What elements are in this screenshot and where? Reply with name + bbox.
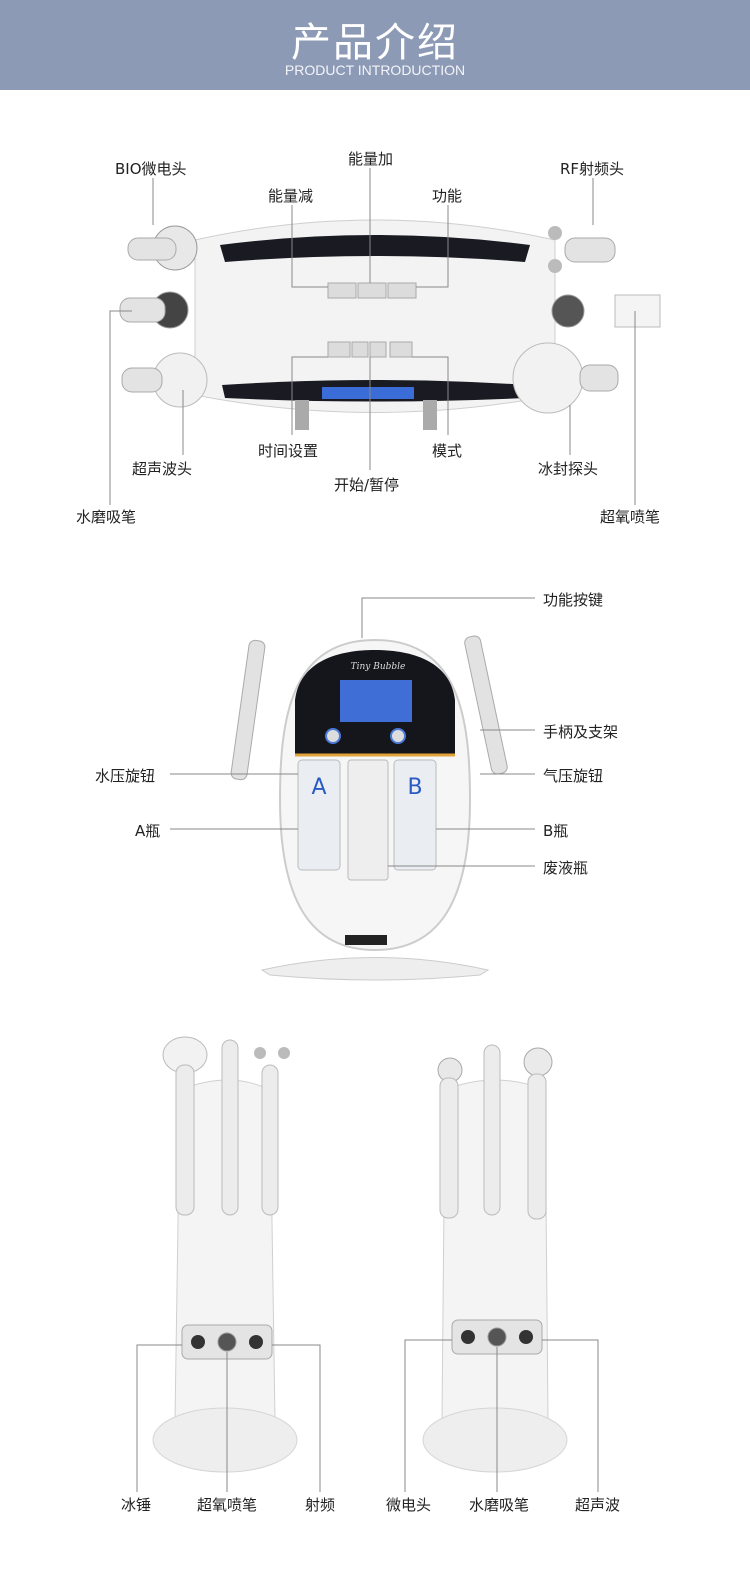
label-a-bottle: A瓶: [135, 822, 161, 840]
label-function: 功能: [432, 187, 463, 205]
label-micro-current: 微电头: [386, 1496, 432, 1514]
label-rf: RF射频头: [560, 160, 625, 178]
label-water-knob: 水压旋钮: [95, 767, 156, 785]
label-ice: 冰封探头: [538, 460, 599, 478]
label-start-pause: 开始/暂停: [334, 476, 400, 494]
rf-handle: [261, 1064, 279, 1216]
device-leg: [423, 400, 437, 430]
right-handle: [464, 635, 508, 775]
label-bio: BIO微电头: [115, 160, 187, 178]
device-leg: [295, 400, 309, 430]
page-header: 产品介绍 PRODUCT INTRODUCTION: [0, 0, 750, 90]
label-rf-side: 射频: [305, 1496, 336, 1514]
rf-probe-ball: [548, 259, 562, 273]
label-water-pen: 水磨吸笔: [76, 508, 137, 526]
panel-button: [389, 341, 413, 358]
probe-handle: [121, 367, 163, 393]
right-stand-base: [422, 1407, 568, 1473]
ice-hammer-handle: [175, 1064, 195, 1216]
label-waste-bottle: 废液瓶: [543, 859, 589, 877]
probe-handle: [127, 237, 177, 261]
probe-handle: [564, 237, 616, 263]
ultrasound-handle: [527, 1073, 547, 1220]
label-air-knob: 气压旋钮: [543, 767, 604, 785]
panel-button: [387, 282, 417, 299]
label-handle-stand: 手柄及支架: [543, 723, 619, 741]
label-oxygen-pen: 超氧喷笔: [600, 508, 661, 526]
front-label-plate: [345, 935, 387, 945]
port: [217, 1332, 237, 1352]
rf-ball: [278, 1047, 290, 1059]
bottle-waste: [347, 759, 389, 881]
label-time-set: 时间设置: [258, 442, 319, 460]
header-title: 产品介绍: [291, 20, 459, 66]
label-water-pen-side: 水磨吸笔: [469, 1496, 530, 1514]
device-front-view: [170, 597, 535, 981]
left-stand-base: [152, 1407, 298, 1473]
rf-ball: [254, 1047, 266, 1059]
label-oxygen-pen-side: 超氧喷笔: [197, 1496, 258, 1514]
bottle-a: [297, 759, 341, 871]
bottle-b-letter: B: [407, 775, 423, 800]
port: [519, 1330, 533, 1344]
port: [461, 1330, 475, 1344]
device-top-view: [109, 168, 661, 505]
water-knob: [325, 728, 341, 744]
port: [249, 1335, 263, 1349]
label-ultrasound: 超声波头: [132, 460, 193, 478]
lcd-screen: [322, 387, 414, 399]
label-energy-up: 能量加: [348, 150, 394, 168]
label-ice-hammer: 冰锤: [121, 1496, 152, 1514]
bottle-a-letter: A: [311, 775, 327, 800]
label-ultrasound-side: 超声波: [575, 1496, 621, 1514]
probe-handle: [119, 297, 166, 323]
probe-handle: [579, 364, 619, 392]
left-handle: [230, 639, 266, 781]
panel-button: [357, 282, 387, 299]
label-energy-down: 能量减: [268, 187, 314, 205]
label-b-bottle: B瓶: [543, 822, 569, 840]
ultrasound-head: [523, 1047, 553, 1077]
touch-screen: [340, 680, 412, 722]
label-mode: 模式: [432, 442, 463, 460]
device-base: [260, 957, 490, 981]
label-func-keys: 功能按键: [543, 591, 604, 609]
bottle-b: [393, 759, 437, 871]
oxygen-pen-probe: [551, 294, 585, 328]
brand-text: Tiny Bubble: [350, 662, 406, 672]
header-subtitle: PRODUCT INTRODUCTION: [284, 62, 466, 78]
water-pen-handle: [483, 1044, 501, 1216]
rf-probe-ball: [548, 226, 562, 240]
port: [487, 1327, 507, 1347]
port: [191, 1335, 205, 1349]
panel-button: [351, 341, 369, 358]
top-display: [220, 235, 530, 262]
oxygen-cup: [614, 294, 661, 328]
air-knob: [390, 728, 406, 744]
oxygen-pen-handle: [221, 1039, 239, 1216]
panel-button: [327, 341, 351, 358]
panel-button: [327, 282, 357, 299]
micro-probe-handle: [439, 1077, 459, 1219]
panel-button: [369, 341, 387, 358]
